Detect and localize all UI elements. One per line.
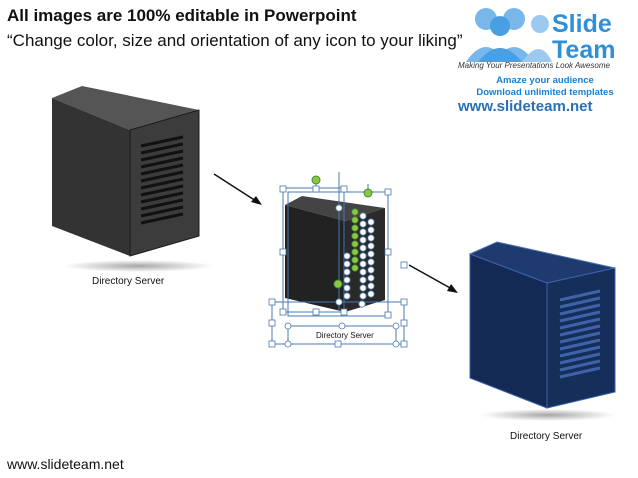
people-icon <box>466 8 552 62</box>
headline: All images are 100% editable in Powerpoi… <box>7 6 357 25</box>
server-icon-right[interactable] <box>468 241 616 421</box>
arrow-icon-2 <box>408 264 458 293</box>
logo-brand-slide: Slide <box>552 10 612 38</box>
server-icon-selected[interactable] <box>268 172 408 348</box>
logo-url: www.slideteam.net <box>458 98 593 115</box>
logo-brand-team: Team <box>552 36 616 64</box>
arrow-icon-1 <box>213 173 262 205</box>
server-caption-left: Directory Server <box>92 276 165 287</box>
slideteam-logo: Slide Team Making Your Presentations Loo… <box>456 4 636 122</box>
footer-url: www.slideteam.net <box>7 456 124 472</box>
server-caption-right: Directory Server <box>510 431 583 442</box>
server-caption-selected[interactable]: Directory Server <box>316 331 374 340</box>
subheadline: “Change color, size and orientation of a… <box>7 31 463 50</box>
logo-line-download: Download unlimited templates <box>476 87 614 98</box>
server-icon-left[interactable] <box>52 86 213 272</box>
logo-line-amaze: Amaze your audience <box>496 75 594 86</box>
logo-tagline: Making Your Presentations Look Awesome <box>458 61 610 70</box>
